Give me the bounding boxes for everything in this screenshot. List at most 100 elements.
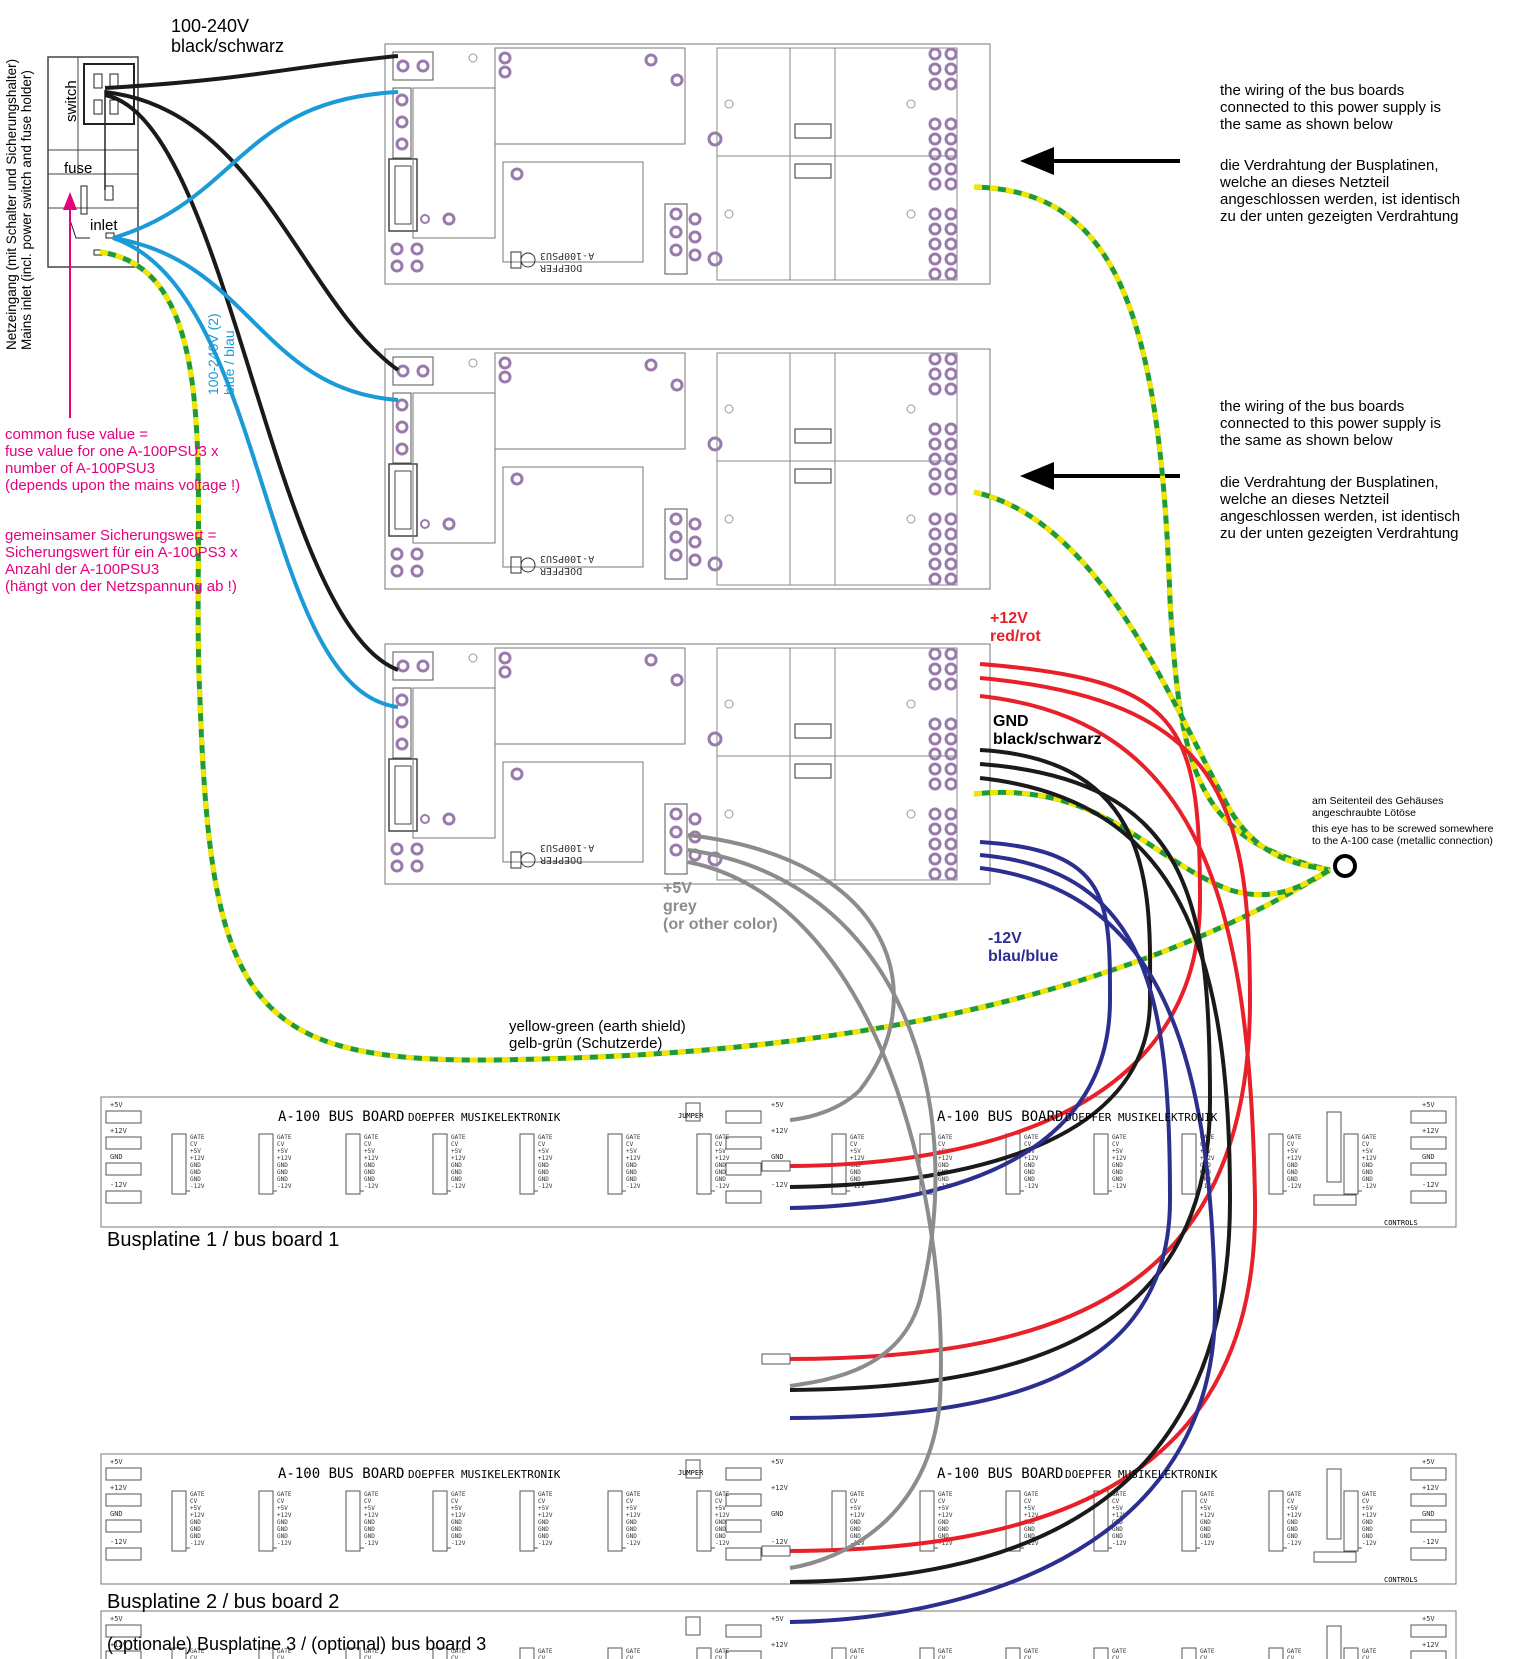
rail-label-left: +5V xyxy=(110,1458,123,1466)
connector-pin-label: +5V xyxy=(1362,1148,1373,1155)
rail-label-left: +12V xyxy=(110,1484,128,1492)
connector-pin-label: CV xyxy=(364,1498,372,1505)
rail-label-mid: +12V xyxy=(771,1127,789,1135)
rail-label-right: +5V xyxy=(1422,1458,1435,1466)
connector-pin-label: -12V xyxy=(190,1183,205,1190)
rail-label-right: -12V xyxy=(1422,1538,1440,1546)
connector-pin-label: GND xyxy=(451,1519,462,1526)
connector-pin-label: GND xyxy=(1024,1162,1035,1169)
connector-pin-label: -12V xyxy=(190,1540,205,1547)
psu1-model: A-100PSU3 xyxy=(540,250,595,261)
connector-pin-label: GND xyxy=(538,1176,549,1183)
mains-inlet-box xyxy=(47,56,139,268)
connector-pin-label: +12V xyxy=(938,1512,953,1519)
connector-pin-label: +12V xyxy=(715,1512,730,1519)
minus12-wire-label: -12V blau/blue xyxy=(988,930,1059,965)
connector-pin-label: GND xyxy=(1362,1162,1373,1169)
rail-label-mid: +5V xyxy=(771,1615,784,1623)
connector-pin-label: CV xyxy=(1362,1141,1370,1148)
psu-board-1 xyxy=(383,42,992,286)
connector-pin-label: GATE xyxy=(850,1134,865,1141)
connector-pin-label: GND xyxy=(190,1162,201,1169)
connector-pin-label: +5V xyxy=(1112,1148,1123,1155)
connector-pin-label: -12V xyxy=(277,1183,292,1190)
connector-pin-label: +5V xyxy=(850,1148,861,1155)
connector-pin-label: -12V xyxy=(451,1183,466,1190)
connector-pin-label: CV xyxy=(1200,1498,1208,1505)
connector-pin-label: -12V xyxy=(1287,1183,1302,1190)
rail-label-left: +12V xyxy=(110,1127,128,1135)
connector-pin-label: +12V xyxy=(850,1155,865,1162)
rail-label-right: +12V xyxy=(1422,1484,1440,1492)
earth-wire-psu2-stripe xyxy=(973,489,1331,873)
bus2-title: A-100 BUS BOARD xyxy=(278,1466,405,1482)
connector-pin-label: GND xyxy=(715,1526,726,1533)
mains-black-wire-1 xyxy=(104,54,399,90)
bus2-maker-2: DOEPFER MUSIKELEKTRONIK xyxy=(1065,1468,1218,1481)
bus-terminal xyxy=(761,1353,791,1365)
connector-pin-label: CV xyxy=(1287,1498,1295,1505)
rail-label-left: GND xyxy=(110,1510,123,1518)
connector-pin-label: -12V xyxy=(850,1183,865,1190)
connector-pin-label: +5V xyxy=(1362,1505,1373,1512)
mains-blue-wire-2 xyxy=(112,236,399,402)
connector-pin-label: GND xyxy=(1362,1526,1373,1533)
connector-pin-label: CV xyxy=(277,1655,285,1659)
connector-pin-label: +5V xyxy=(715,1505,726,1512)
connector-pin-label: +12V xyxy=(277,1155,292,1162)
minus12-wire-bus2 xyxy=(789,853,1173,1420)
bus3-caption: (optionale) Busplatine 3 / (optional) bu… xyxy=(107,1634,487,1654)
rail-label-left: -12V xyxy=(110,1181,128,1189)
connector-pin-label: GND xyxy=(538,1169,549,1176)
rail-label-mid: +12V xyxy=(771,1641,789,1649)
connector-pin-label: GATE xyxy=(938,1134,953,1141)
connector-pin-label: GND xyxy=(277,1533,288,1540)
wiring-note-de-2: die Verdrahtung der Busplatinen, welche … xyxy=(1220,474,1461,542)
connector-pin-label: GND xyxy=(364,1519,375,1526)
bus1-maker: DOEPFER MUSIKELEKTRONIK xyxy=(408,1111,561,1124)
minus12-wire-bus1 xyxy=(789,840,1113,1210)
connector-pin-label: GATE xyxy=(277,1491,292,1498)
rail-label-mid: GND xyxy=(771,1153,784,1161)
connector-pin-label: CV xyxy=(538,1498,546,1505)
connector-pin-label: -12V xyxy=(715,1540,730,1547)
connector-pin-label: GATE xyxy=(1024,1134,1039,1141)
gnd-wire-bus2 xyxy=(789,762,1213,1392)
connector-pin-label: GND xyxy=(364,1176,375,1183)
connector-pin-label: -12V xyxy=(451,1540,466,1547)
mains-black-wire-3 xyxy=(104,93,399,672)
connector-pin-label: CV xyxy=(538,1141,546,1148)
connector-pin-label: +12V xyxy=(626,1155,641,1162)
connector-pin-label: CV xyxy=(277,1141,285,1148)
connector-pin-label: CV xyxy=(1024,1141,1032,1148)
connector-pin-label: GND xyxy=(626,1169,637,1176)
connector-pin-label: +5V xyxy=(1200,1505,1211,1512)
wiring-note-en-1: the wiring of the bus boards connected t… xyxy=(1220,82,1441,133)
connector-pin-label: CV xyxy=(715,1498,723,1505)
mains-blue-wire-1 xyxy=(112,90,399,240)
connector-pin-label: +12V xyxy=(1287,1155,1302,1162)
connector-pin-label: GND xyxy=(1024,1169,1035,1176)
connector-pin-label: GATE xyxy=(538,1648,553,1655)
connector-pin-label: CV xyxy=(626,1141,634,1148)
connector-pin-label: -12V xyxy=(1287,1540,1302,1547)
solder-lug-en: this eye has to be screwed somewhere to … xyxy=(1312,823,1494,847)
rail-label-left: -12V xyxy=(110,1538,128,1546)
bus1-caption: Busplatine 1 / bus board 1 xyxy=(107,1229,340,1251)
minus12-wire-bus3 xyxy=(789,866,1218,1624)
fuse-arrow-head xyxy=(63,192,77,210)
connector-pin-label: GND xyxy=(1362,1533,1373,1540)
connector-pin-label: GND xyxy=(938,1526,949,1533)
connector-pin-label: CV xyxy=(1112,1655,1120,1659)
gnd-wire-bus3 xyxy=(789,776,1233,1584)
connector-pin-label: GND xyxy=(850,1533,861,1540)
bus2-maker: DOEPFER MUSIKELEKTRONIK xyxy=(408,1468,561,1481)
bus1-title: A-100 BUS BOARD xyxy=(278,1109,405,1125)
switch-icon xyxy=(83,63,135,125)
connector-pin-label: CV xyxy=(715,1141,723,1148)
connector-pin-label: GND xyxy=(451,1169,462,1176)
connector-pin-label: GND xyxy=(626,1533,637,1540)
connector-pin-label: +12V xyxy=(451,1155,466,1162)
connector-pin-label: GND xyxy=(1200,1176,1211,1183)
earth-wire-psu1-stripe xyxy=(973,184,1331,873)
